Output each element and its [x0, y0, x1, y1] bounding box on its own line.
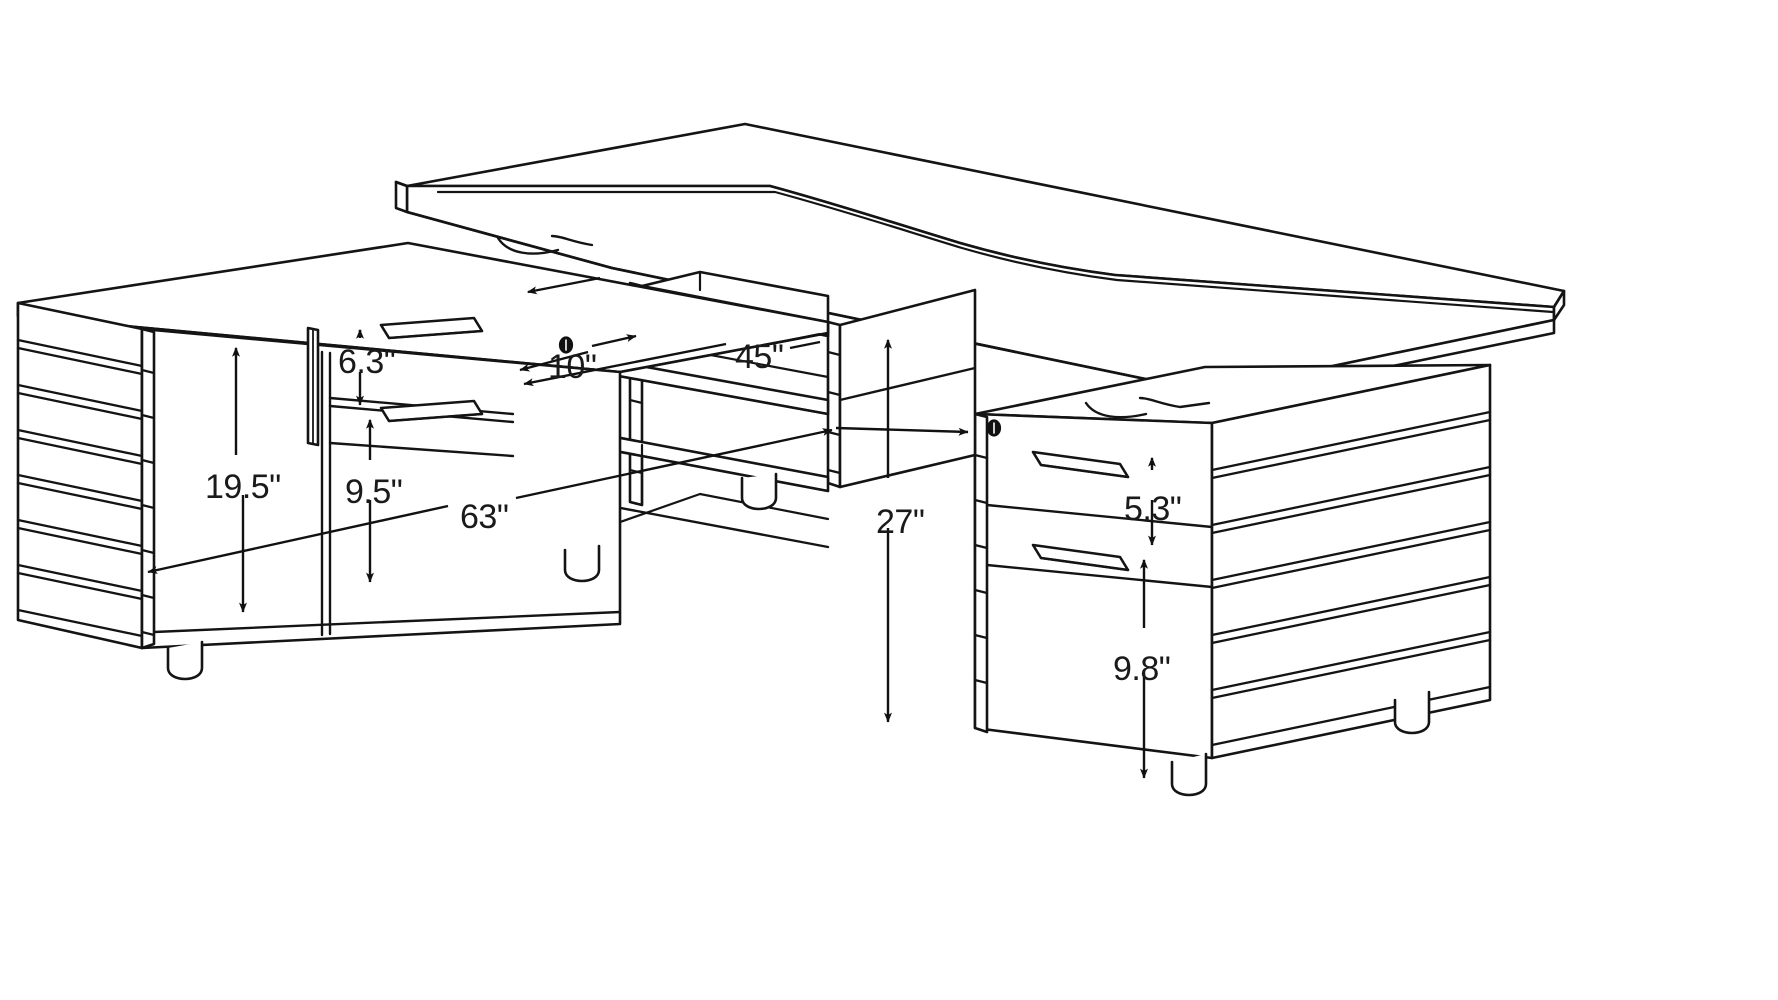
dim-line-45-right-stub2 — [789, 340, 821, 350]
dim-line-10-left — [519, 350, 589, 372]
dim-line-45-left — [523, 342, 727, 387]
drawer-pull-handle-icon — [379, 399, 484, 423]
dimension-label-lower-drawer-height: 9.5" — [345, 473, 403, 511]
dimension-label-credenza-height: 19.5" — [205, 468, 281, 506]
drawer-pull-handle-icon — [306, 326, 320, 447]
drawer-pull-handle-icon — [1031, 543, 1130, 572]
dimension-label-shelf-depth: 10" — [548, 348, 597, 386]
left-credenza-cabinet — [16, 241, 830, 681]
dim-line-45-right-stub — [789, 332, 821, 342]
dimension-annotations — [147, 276, 1156, 779]
dim-line-63-right — [515, 428, 833, 500]
leveling-foot-icon — [740, 472, 778, 511]
dimension-label-upper-drawer-height: 6.3" — [338, 343, 396, 381]
drawer-pull-handle-icon — [379, 316, 484, 340]
dim-line-63-left — [147, 504, 449, 574]
dimension-label-pedestal-lower-drawer: 9.8" — [1113, 650, 1171, 688]
leveling-foot-icon — [563, 544, 601, 583]
lock-icon — [986, 419, 1002, 437]
lock-icon — [558, 336, 574, 354]
dimension-label-credenza-width: 63" — [460, 498, 509, 536]
right-pedestal-cabinet — [973, 363, 1492, 797]
leveling-foot-icon — [166, 640, 204, 681]
dim-line-top-leader — [526, 276, 601, 295]
dim-line-45-extend — [835, 426, 969, 436]
desk-top-surface — [394, 122, 1566, 406]
leveling-foot-icon — [1170, 752, 1208, 797]
leveling-foot-icon — [1393, 690, 1431, 735]
dim-line-10-right — [591, 334, 637, 348]
drawer-pull-handle-icon — [1031, 450, 1130, 479]
dimension-label-desk-height: 27" — [876, 503, 925, 541]
dimension-label-pedestal-upper-drawer: 5.3" — [1124, 490, 1182, 528]
dimension-label-desk-width: 45" — [735, 338, 784, 376]
